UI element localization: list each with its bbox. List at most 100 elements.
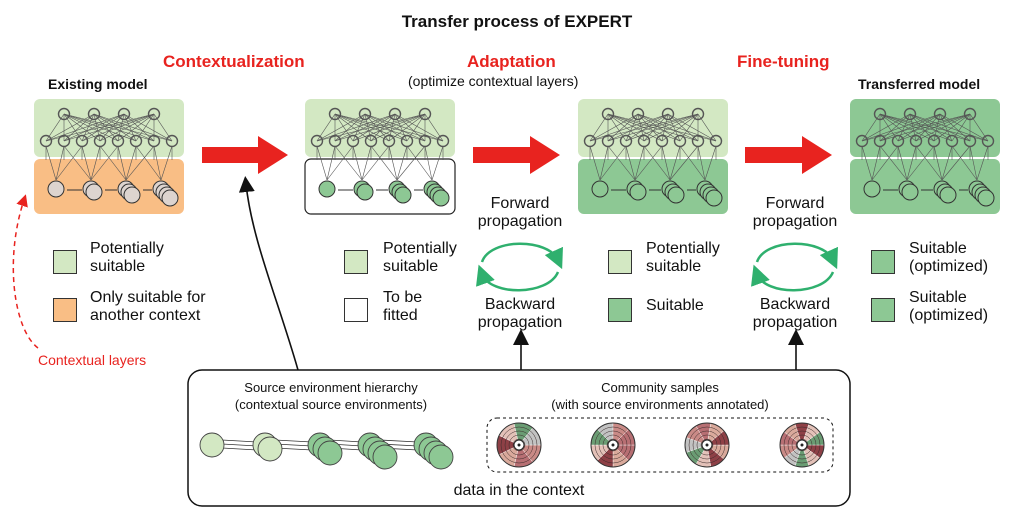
contextual-neuron	[667, 186, 685, 204]
neuron	[661, 107, 675, 121]
sample-sunburst	[684, 422, 730, 468]
neuron	[358, 107, 372, 121]
neuron	[328, 134, 342, 148]
neuron	[147, 134, 161, 148]
samples-subtitle: (with source environments annotated)	[551, 397, 769, 412]
neuron	[981, 134, 995, 148]
neuron	[945, 134, 959, 148]
neuron	[637, 134, 651, 148]
arrow-contextualization	[202, 136, 288, 174]
neuron	[655, 134, 669, 148]
existing-model-title: Existing model	[48, 76, 148, 92]
contextual-layers-arrow	[12, 194, 39, 349]
model-contextualized	[304, 99, 456, 215]
neuron	[111, 134, 125, 148]
contextual-layers-block	[304, 158, 456, 215]
legend-col1-item2: Only suitable for another context	[90, 289, 206, 324]
legend-swatch-white	[344, 298, 368, 322]
neuron	[87, 107, 101, 121]
environment-node	[428, 444, 454, 470]
neuron	[117, 107, 131, 121]
model-adapted	[578, 99, 728, 214]
neuron	[364, 134, 378, 148]
contextual-neuron	[394, 186, 412, 204]
contextual-neuron	[629, 183, 647, 201]
stage-contextualization: Contextualization	[163, 52, 305, 71]
cycle-arrow-1	[476, 242, 563, 292]
hierarchy-subtitle: (contextual source environments)	[234, 397, 428, 412]
neuron	[346, 134, 360, 148]
contextual-layers-label: Contextual layers	[38, 352, 147, 368]
neuron	[927, 134, 941, 148]
contextual-neuron	[939, 186, 957, 204]
contextual-neuron	[432, 189, 450, 207]
backward-propagation-1: Backward propagation	[477, 296, 563, 331]
legend-col4-item1: Suitable (optimized)	[909, 240, 989, 275]
transferred-model	[850, 99, 1000, 214]
neuron	[93, 134, 107, 148]
forward-propagation-2: Forward propagation	[752, 195, 838, 230]
environment-node	[317, 440, 343, 466]
contextual-neuron	[356, 183, 374, 201]
contextual-neuron	[123, 186, 141, 204]
neuron	[691, 134, 705, 148]
legend-col2-item2: To be fitted	[383, 289, 423, 324]
neuron	[388, 107, 402, 121]
environment-node	[199, 432, 225, 458]
contextual-neuron	[318, 180, 336, 198]
legend-swatch-light-green-2	[344, 250, 368, 274]
neuron	[129, 134, 143, 148]
neuron	[436, 134, 450, 148]
contextual-neuron	[705, 189, 723, 207]
neuron	[909, 134, 923, 148]
legend-swatch-light-green	[53, 250, 77, 274]
page-title: Transfer process of EXPERT	[401, 12, 633, 31]
environment-node	[257, 436, 283, 462]
legend-col1-item1: Potentially suitable	[90, 240, 164, 275]
neuron	[382, 134, 396, 148]
community-samples	[496, 422, 825, 468]
contextual-neuron	[591, 180, 609, 198]
neuron	[583, 134, 597, 148]
arrow-hierarchy-to-model	[238, 176, 299, 371]
cycle-arrow-2	[751, 242, 838, 292]
neuron	[963, 134, 977, 148]
contextual-layers-block	[34, 159, 184, 214]
neuron	[57, 107, 71, 121]
arrow-adaptation	[473, 136, 560, 174]
forward-propagation-1: Forward propagation	[477, 195, 563, 230]
neuron	[673, 134, 687, 148]
legend-swatch-orange	[53, 298, 77, 322]
neuron	[418, 107, 432, 121]
backward-propagation-2: Backward propagation	[752, 296, 838, 331]
neuron	[933, 107, 947, 121]
base-layers-block	[34, 99, 184, 157]
connections	[589, 113, 717, 181]
neuron	[709, 134, 723, 148]
neuron	[39, 134, 53, 148]
neuron	[903, 107, 917, 121]
sample-sunburst	[779, 422, 825, 468]
samples-box	[486, 417, 834, 473]
sample-sunburst	[496, 422, 542, 468]
base-layers-block	[850, 99, 1000, 157]
hierarchy-graph	[199, 432, 454, 470]
neuron	[873, 107, 887, 121]
contextual-layers-block	[578, 159, 728, 214]
neuron	[891, 134, 905, 148]
neuron	[310, 134, 324, 148]
legend-swatch-light-green-3	[608, 250, 632, 274]
legend-col2-item1: Potentially suitable	[383, 240, 457, 275]
contextual-neuron	[85, 183, 103, 201]
contextual-neuron	[977, 189, 995, 207]
base-layers-block	[305, 99, 455, 157]
stage-finetuning: Fine-tuning	[737, 52, 830, 71]
contextual-layers-block	[850, 159, 1000, 214]
neuron	[601, 134, 615, 148]
base-layers-block	[578, 99, 728, 157]
legend-col3-item2: Suitable	[646, 297, 704, 314]
contextual-neuron	[47, 180, 65, 198]
neuron	[855, 134, 869, 148]
existing-model	[34, 99, 184, 214]
